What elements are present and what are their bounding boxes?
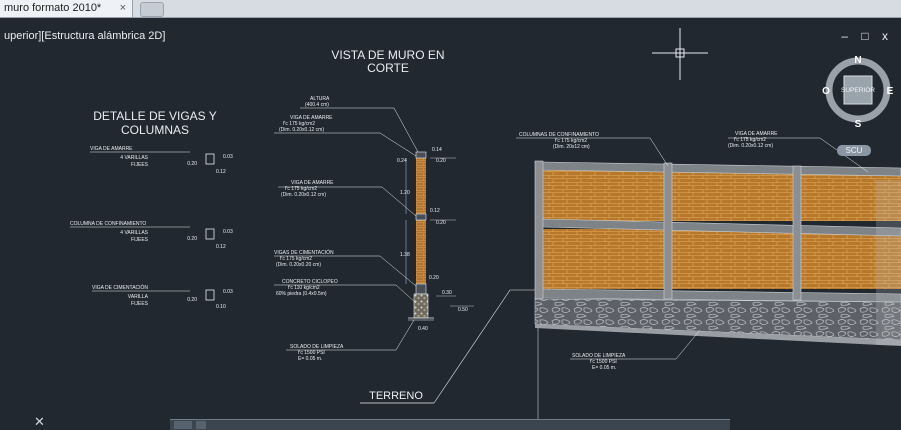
section-cim-2: f'c 175 kg/cm2 [280,256,312,262]
detail-1-title: VIGA DE AMARRE [90,146,133,152]
section-viga-top-1: VIGA DE AMARRE [290,115,333,121]
elev-col-2: f'c 175 kg/cm2 [555,138,587,144]
detail-2-line1: 4 VARILLAS [120,230,148,236]
elev-viga-3: (Dim. 0.20x0.12 cm) [728,143,773,149]
elev-sol-2: f'c 1500 PSI [590,359,617,365]
section-viga-top-2: f'c 175 kg/cm2 [283,121,315,127]
section-viga-mid-3: (Dim. 0.20x0.12 cm) [281,192,326,198]
detail-2-title: COLUMNA DE CONFINAMIENTO [70,221,146,227]
dim-020a: 0.20 [436,158,446,164]
viewport-label[interactable]: uperior][Estructura alámbrica 2D] [4,30,166,42]
detail-1-line2: FIJEES [131,162,149,168]
detail-viga-amarre[interactable]: VIGA DE AMARRE 4 VARILLAS FIJEES 0.20 0.… [90,146,233,175]
wall-section[interactable]: ALTURA (400.4 cm) VIGA DE AMARRE f'c 175… [274,96,474,362]
elev-sol-3: E= 0.05 m. [592,365,616,371]
section-sol-3: E= 0.05 m. [298,356,322,362]
detail-columna[interactable]: COLUMNA DE CONFINAMIENTO 4 VARILLAS FIJE… [70,221,233,250]
section-top-label: ALTURA [310,96,330,102]
detail-1-line1: 4 VARILLAS [120,155,148,161]
viewcube-north[interactable]: N [854,55,861,66]
detail-2-depth: 0.03 [223,229,233,235]
section-conc-3: 60% piedra (0.4x0.5m) [276,291,327,297]
detail-3-width: 0.20 [187,297,197,303]
detail-title: DETALLE DE VIGAS Y [93,109,217,123]
section-cim-3: (Dim. 0.20x0.20 cm) [276,262,321,268]
detail-3-depth: 0.03 [223,289,233,295]
dim-050: 0.50 [458,307,468,313]
dim-040: 0.40 [418,326,428,332]
elev-sol-1: SOLADO DE LIMPIEZA [572,353,626,359]
terrain-label: TERRENO [369,390,423,402]
elev-col-3: (Dim. 20x12 cm) [553,144,590,150]
section-view-title: VISTA DE MURO EN [331,48,444,62]
elev-viga-2: f'c 175 kg/cm2 [734,137,766,143]
elev-viga-1: VIGA DE AMARRE [735,131,778,137]
viewcube-face-label: SUPERIOR [841,87,875,94]
section-conc-1: CONCRETO CICLOPEO [282,279,338,285]
dim-120: 1.20 [400,190,410,196]
dim-014: 0.14 [432,147,442,153]
ucs-icon: ✕ [34,414,45,429]
document-tab-active[interactable]: muro formato 2010* × [0,0,133,17]
close-tab-icon[interactable]: × [119,2,126,14]
viewcube-east[interactable]: E [887,86,894,97]
dim-012: 0.12 [430,208,440,214]
viewport-window-controls: – □ x [841,29,893,43]
detail-title-2: COLUMNAS [121,123,189,137]
new-tab-button[interactable] [140,2,164,17]
viewcube-south[interactable]: S [855,119,862,130]
section-view-title-2: CORTE [367,61,409,75]
dim-030: 0.30 [442,290,452,296]
detail-3-line2: FIJEES [131,301,149,307]
detail-2-width: 0.20 [187,236,197,242]
minimize-icon[interactable]: – [841,29,854,43]
close-viewport-icon[interactable]: x [882,29,893,43]
wall-elevation[interactable]: COLUMNAS DE CONFINAMIENTO f'c 175 kg/cm2… [516,131,901,371]
section-cim-1: VIGAS DE CIMENTACIÓN [274,249,334,256]
detail-3-title: VIGA DE CIMENTACIÓN [92,284,148,291]
viewcube[interactable]: SUPERIOR N S E O [820,52,896,130]
command-line[interactable] [170,419,730,430]
section-viga-mid-1: VIGA DE AMARRE [291,180,334,186]
section-sol-2: f'c 1500 PSI [298,350,325,356]
wcs-menu-button[interactable]: SCU [837,145,871,156]
detail-2-line2: FIJEES [131,237,149,243]
document-tab-bar: muro formato 2010* × [0,0,901,18]
detail-3-line1: VARILLA [128,294,149,300]
detail-viga-cimentacion[interactable]: VIGA DE CIMENTACIÓN VARILLA FIJEES 0.20 … [92,284,233,310]
dim-138: 1.38 [400,252,410,258]
section-viga-mid-2: f'c 175 kg/cm2 [285,186,317,192]
dim-020c: 0.20 [429,275,439,281]
detail-3-height: 0.10 [216,304,226,310]
dim-024: 0.24 [397,158,407,164]
command-line-close-icon[interactable] [174,421,192,429]
section-sol-1: SOLADO DE LIMPIEZA [290,344,344,350]
dim-020b: 0.20 [436,220,446,226]
crosshair-cursor [652,28,708,80]
restore-icon[interactable]: □ [861,29,874,43]
viewcube-west[interactable]: O [822,86,830,97]
section-viga-top-3: (Dim. 0.20x0.12 cm) [279,127,324,133]
section-conc-2: f'c 110 kg/cm2 [288,285,320,291]
section-top-label-2: (400.4 cm) [305,102,329,108]
detail-2-height: 0.12 [216,244,226,250]
detail-1-depth: 0.03 [223,154,233,160]
elev-col-1: COLUMNAS DE CONFINAMIENTO [519,132,599,138]
detail-1-width: 0.20 [187,161,197,167]
cad-drawing-canvas[interactable]: VISTA DE MURO EN CORTE DETALLE DE VIGAS … [0,18,901,419]
command-line-settings-icon[interactable] [196,421,206,429]
detail-1-height: 0.12 [216,169,226,175]
tab-label: muro formato 2010* [4,2,102,14]
